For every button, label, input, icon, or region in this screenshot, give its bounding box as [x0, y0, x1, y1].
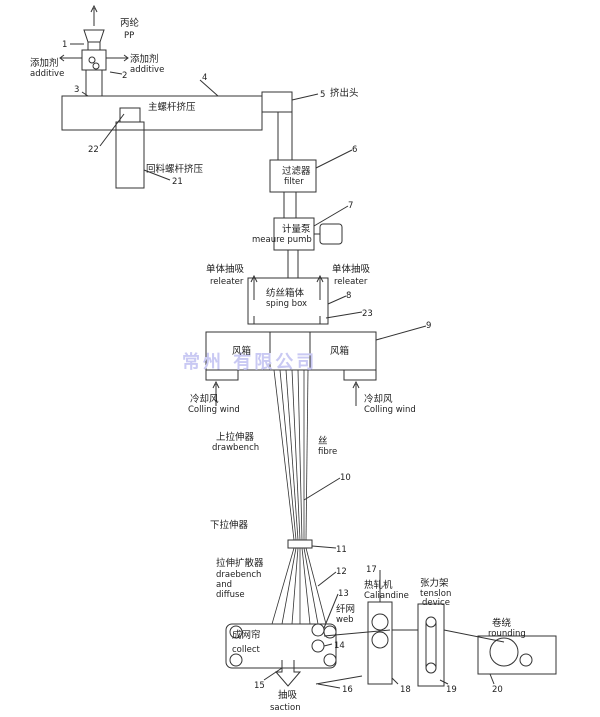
label-meter-pump-en: meaure pumb [252, 235, 312, 245]
label-fibre-en: fibre [318, 447, 337, 457]
label-diffuser-en1: draebench [216, 570, 261, 580]
label-filter-cn: 过滤器 [282, 165, 311, 177]
part-number: 1 [62, 40, 67, 50]
part-number: 23 [362, 309, 373, 319]
part-number: 16 [342, 685, 353, 695]
extrusion-head [261, 91, 293, 113]
label-upper-draw-en: drawbench [212, 443, 259, 453]
part-number: 15 [254, 681, 265, 691]
part-number: 3 [74, 85, 79, 95]
part-number: 18 [400, 685, 411, 695]
label-collect-cn: 成网帘 [232, 629, 261, 641]
air-box [205, 331, 377, 371]
part-number: 10 [340, 473, 351, 483]
part-number: 8 [346, 291, 351, 301]
label-extrusion-head: 挤出头 [330, 87, 359, 99]
label-winding-en: rounding [488, 629, 526, 639]
label-filter-en: filter [284, 177, 304, 187]
collector-belt [225, 623, 337, 669]
label-web-en: web [336, 615, 354, 625]
label-monomer-right-cn: 单体抽吸 [332, 263, 371, 275]
label-calender-en: Caliandine [364, 591, 409, 601]
label-recycle-extruder: 回料螺杆挤压 [146, 163, 204, 175]
part-number: 17 [366, 565, 377, 575]
part-number: 22 [88, 145, 99, 155]
lower-draw-ring [287, 539, 313, 549]
label-spin-box-cn: 纺丝箱体 [266, 287, 305, 299]
label-diffuser-en2: and [216, 580, 232, 590]
label-additive-right-en: additive [130, 65, 164, 75]
label-collect-en: collect [232, 645, 260, 655]
fibre-bundle [271, 369, 327, 625]
label-additive-left-en: additive [30, 69, 64, 79]
label-additive-left-cn: 添加剂 [30, 57, 59, 69]
part-number: 4 [202, 73, 207, 83]
part-number: 11 [336, 545, 347, 555]
part-number: 13 [338, 589, 349, 599]
label-calender-cn: 热轧机 [364, 579, 393, 591]
part-number: 2 [122, 71, 127, 81]
label-spin-box-en: sping box [266, 299, 307, 309]
label-diffuser-en3: diffuse [216, 590, 245, 600]
label-winding-cn: 卷绕 [492, 617, 512, 629]
label-lower-draw-cn: 下拉伸器 [210, 519, 249, 531]
label-cooling-left-en: Colling wind [188, 405, 240, 415]
label-web-cn: 纤网 [336, 603, 355, 615]
label-air-box-right: 风箱 [330, 345, 349, 357]
label-monomer-left-en: releater [210, 277, 244, 287]
winder [477, 635, 557, 675]
label-monomer-left-cn: 单体抽吸 [206, 263, 245, 275]
label-main-extruder: 主螺杆挤压 [148, 101, 196, 113]
part-number: 21 [172, 177, 183, 187]
label-fibre-cn: 丝 [318, 435, 328, 447]
label-tension-cn: 张力架 [420, 577, 449, 589]
filter [269, 159, 317, 193]
label-cooling-right-cn: 冷却风 [364, 393, 393, 405]
label-meter-pump-cn: 计量泵 [282, 223, 311, 235]
label-monomer-right-en: releater [334, 277, 368, 287]
part-number: 12 [336, 567, 347, 577]
part-number: 5 [320, 90, 325, 100]
part-number: 9 [426, 321, 431, 331]
label-pp-cn: 丙纶 [120, 17, 140, 29]
tension-device [417, 603, 445, 687]
main-extruder-body [61, 95, 263, 131]
recycle-extruder [115, 121, 145, 189]
watermark: 常州 有限公司 [182, 351, 317, 373]
label-suction-en: saction [270, 703, 301, 713]
label-additive-right-cn: 添加剂 [130, 53, 159, 65]
label-air-box-left: 风箱 [232, 345, 251, 357]
label-tension-en2: device [422, 598, 450, 608]
hopper [59, 4, 129, 96]
part-number: 6 [352, 145, 357, 155]
label-cooling-left-cn: 冷却风 [190, 393, 219, 405]
part-number: 19 [446, 685, 457, 695]
label-tension-en1: tenslon [420, 589, 451, 599]
part-number: 7 [348, 201, 353, 211]
label-suction-cn: 抽吸 [278, 689, 298, 701]
part-number: 14 [334, 641, 345, 651]
label-pp-en: PP [124, 31, 134, 41]
label-upper-draw-cn: 上拉伸器 [216, 431, 255, 443]
label-cooling-right-en: Colling wind [364, 405, 416, 415]
part-number: 20 [492, 685, 503, 695]
label-diffuser-cn: 拉伸扩散器 [216, 557, 264, 569]
